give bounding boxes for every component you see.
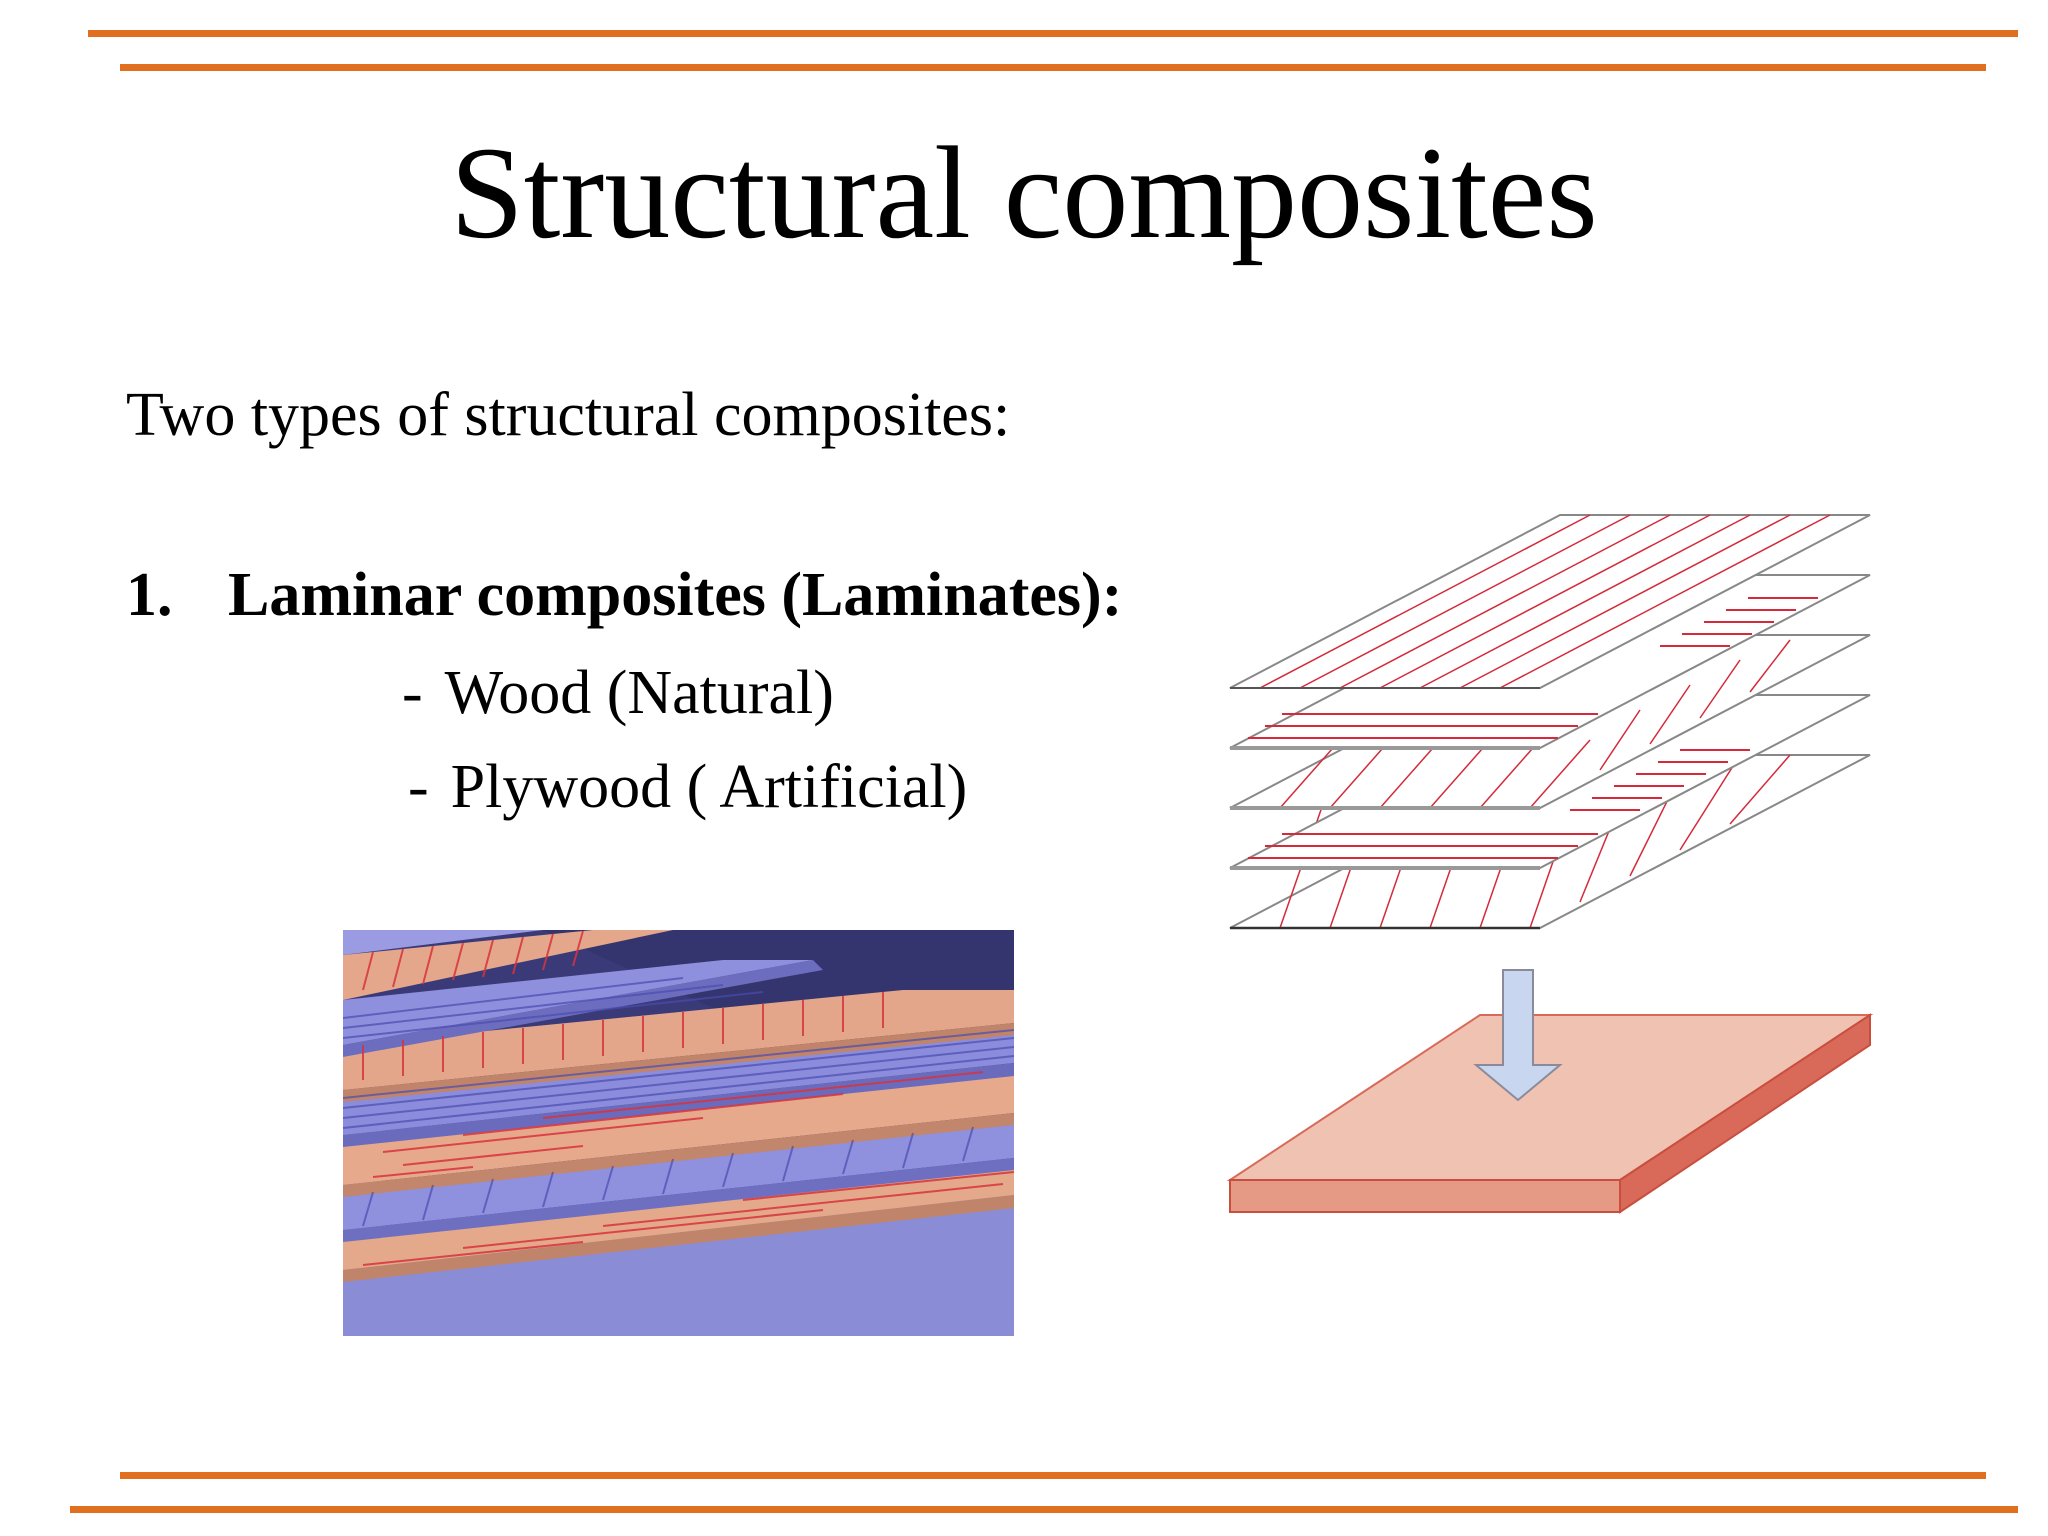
subitem-dash: -: [408, 753, 429, 821]
laminated-panel: [1226, 1013, 1874, 1214]
plywood-illustration: [343, 930, 1014, 1336]
laminate-stack-illustration: [1229, 514, 1871, 930]
slide-title: Structural composites: [450, 119, 1598, 266]
ply-layer: [343, 960, 823, 1057]
subitem-plywood: -Plywood ( Artificial): [408, 750, 967, 824]
lamina-sheet: [1229, 514, 1871, 689]
list-heading: Laminar composites (Laminates):: [228, 561, 1123, 629]
ply-layer: [343, 1025, 1014, 1147]
consolidated-laminate-illustration: [1226, 969, 1874, 1214]
top-rule-outer: [88, 30, 2018, 37]
ply-layer: [343, 1065, 1014, 1197]
down-arrow-icon: [1473, 969, 1563, 1102]
bottom-rule-inner: [120, 1472, 1986, 1479]
top-rule-inner: [120, 64, 1986, 71]
ply-layer: [343, 990, 1014, 1102]
bottom-rule-outer: [70, 1506, 2018, 1513]
ply-layer: [343, 1115, 1014, 1242]
subitem-text: Plywood ( Artificial): [450, 753, 968, 821]
intro-text: Two types of structural composites:: [126, 381, 1011, 449]
list-number: 1.: [126, 561, 173, 629]
subitem-text: Wood (Natural): [444, 659, 834, 727]
subitem-wood: -Wood (Natural): [402, 656, 834, 730]
ply-layer: [343, 930, 673, 1000]
ply-layer: [343, 930, 543, 955]
subitem-dash: -: [402, 659, 423, 727]
